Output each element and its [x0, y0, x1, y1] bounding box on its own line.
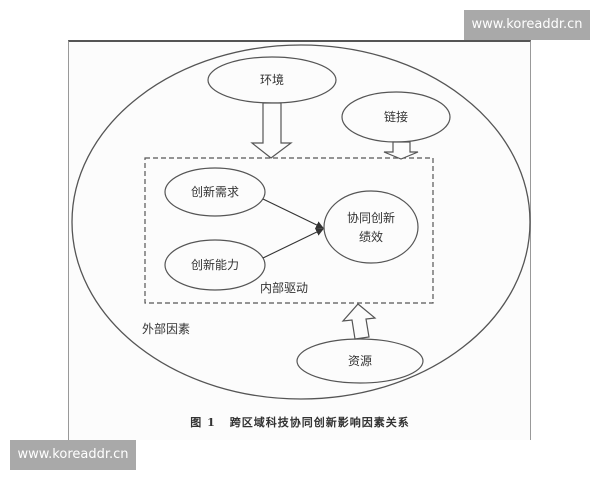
resources-node — [296, 338, 424, 384]
linkage-arrow-icon — [383, 141, 419, 160]
innovation-demand-label: 创新需求 — [190, 185, 240, 199]
figure-caption: 图 1 跨区域科技协同创新影响因素关系 — [190, 414, 409, 430]
performance-label-line2: 绩效 — [358, 230, 384, 244]
resources-label: 资源 — [347, 354, 373, 368]
linkage-label: 链接 — [383, 110, 409, 124]
figure-title: 跨区域科技协同创新影响因素关系 — [229, 416, 410, 429]
internal-drive-label: 内部驱动 — [259, 281, 309, 295]
watermark-top-right: www.koreaddr.cn — [464, 10, 590, 40]
internal-drive-box — [144, 157, 434, 304]
innovation-capability-label: 创新能力 — [190, 258, 240, 272]
demand-to-performance-arrow — [262, 198, 324, 229]
external-factors-ellipse — [71, 44, 531, 400]
figure-number: 图 1 — [190, 416, 216, 429]
capability-to-performance-arrow — [262, 228, 324, 259]
performance-label-line1: 协同创新 — [346, 211, 396, 225]
environment-arrow-icon — [250, 102, 293, 159]
watermark-bottom-left: www.koreaddr.cn — [10, 440, 136, 470]
external-factors-label: 外部因素 — [141, 322, 191, 336]
performance-node — [323, 190, 419, 264]
resources-arrow-icon — [341, 303, 377, 340]
environment-label: 环境 — [259, 73, 285, 87]
innovation-demand-node — [164, 167, 266, 217]
innovation-capability-node — [164, 239, 266, 291]
